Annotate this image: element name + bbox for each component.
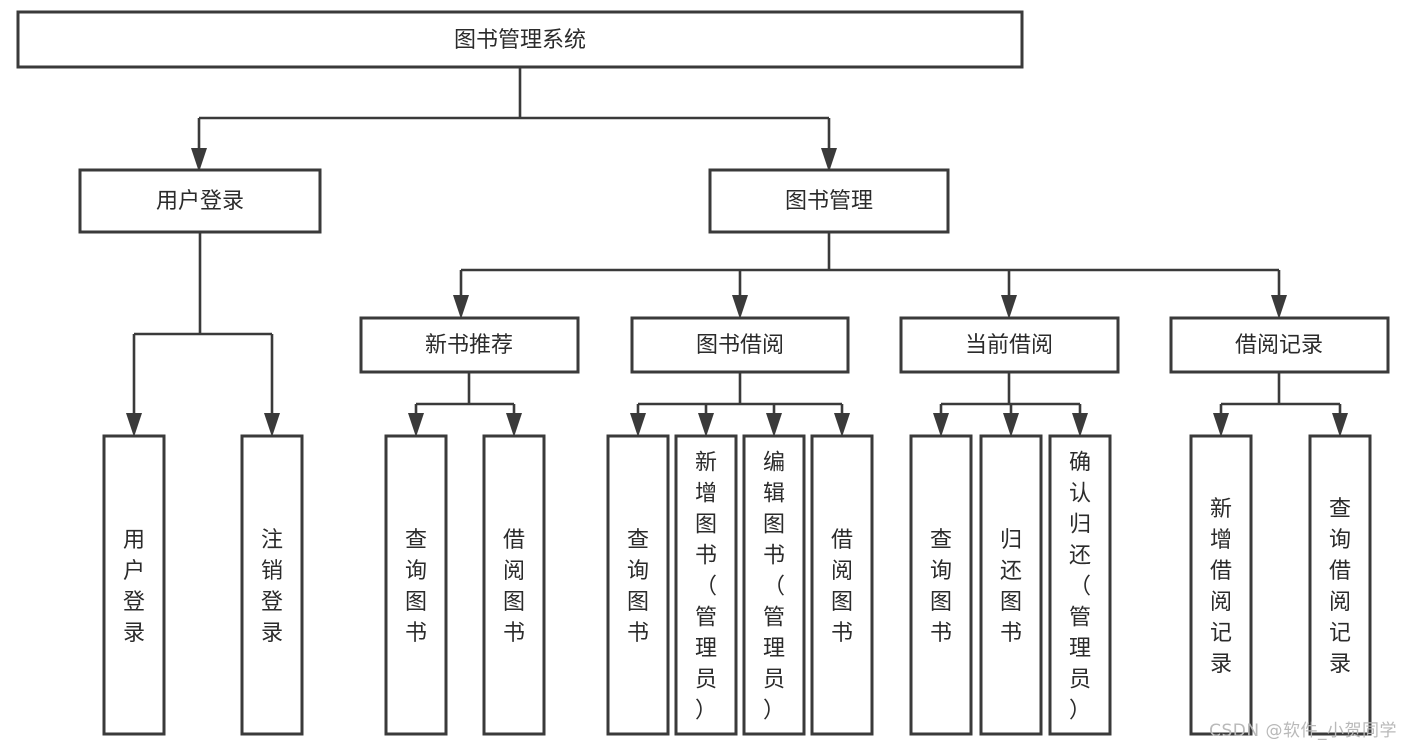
leaf-box[interactable] bbox=[909, 434, 973, 736]
node-root[interactable]: 图书管理系统 bbox=[16, 10, 1024, 69]
node-current-borrow[interactable]: 当前借阅 bbox=[899, 316, 1120, 374]
arrow-head-icon bbox=[1001, 295, 1017, 319]
node-book-management[interactable]: 图书管理 bbox=[708, 168, 950, 234]
leaf-box[interactable] bbox=[482, 434, 546, 736]
leaf-box[interactable] bbox=[606, 434, 670, 736]
node-root-box[interactable] bbox=[16, 10, 1024, 69]
leaf-label: 新增借阅记录 bbox=[1210, 497, 1232, 677]
leaf-node-edit-book-admin[interactable]: 编辑图书（管理员） bbox=[742, 434, 806, 736]
leaf-label: 查询借阅记录 bbox=[1329, 497, 1351, 677]
edge-newbooks-to-leaves bbox=[408, 372, 522, 437]
arrow-head-icon bbox=[264, 413, 280, 437]
leaf-node-return-book[interactable]: 归还图书 bbox=[979, 434, 1043, 736]
leaf-label: 新增图书（管理员） bbox=[695, 451, 717, 724]
leaf-label: 确认归还（管理员） bbox=[1069, 451, 1091, 724]
arrow-head-icon bbox=[732, 295, 748, 319]
arrow-head-icon bbox=[821, 148, 837, 172]
node-user-login[interactable]: 用户登录 bbox=[78, 168, 322, 234]
leaf-node-user-login[interactable]: 用户登录 bbox=[102, 434, 166, 736]
node-root-label: 图书管理系统 bbox=[454, 28, 586, 53]
node-borrow-records[interactable]: 借阅记录 bbox=[1169, 316, 1390, 374]
leaf-label: 编辑图书（管理员） bbox=[763, 451, 785, 724]
arrow-head-icon bbox=[1332, 413, 1348, 437]
edge-books-to-level3 bbox=[453, 232, 1287, 319]
node-current-borrow-box[interactable] bbox=[899, 316, 1120, 374]
arrow-head-icon bbox=[1213, 413, 1229, 437]
leaf-node-add-book-admin[interactable]: 新增图书（管理员） bbox=[674, 434, 738, 736]
leaf-node-query-books-current[interactable]: 查询图书 bbox=[909, 434, 973, 736]
leaf-label: 借阅图书 bbox=[831, 528, 853, 646]
leaf-label: 查询图书 bbox=[627, 528, 649, 646]
node-book-borrow[interactable]: 图书借阅 bbox=[630, 316, 850, 374]
leaf-box[interactable] bbox=[384, 434, 448, 736]
leaf-node-borrow-books-recommend[interactable]: 借阅图书 bbox=[482, 434, 546, 736]
arrow-head-icon bbox=[630, 413, 646, 437]
leaf-box[interactable] bbox=[1308, 434, 1372, 736]
arrow-head-icon bbox=[408, 413, 424, 437]
leaf-box[interactable] bbox=[240, 434, 304, 736]
arrow-head-icon bbox=[1072, 413, 1088, 437]
leaf-box[interactable] bbox=[1189, 434, 1253, 736]
leaf-layer: 用户登录 注销登录 查询图书 借阅图书 查询图书 新增图书（管理员） 编辑图书（… bbox=[102, 434, 1372, 736]
arrow-head-icon bbox=[933, 413, 949, 437]
node-user-login-box[interactable] bbox=[78, 168, 322, 234]
leaf-node-query-borrow-record[interactable]: 查询借阅记录 bbox=[1308, 434, 1372, 736]
leaf-label: 注销登录 bbox=[261, 528, 283, 646]
arrow-head-icon bbox=[1271, 295, 1287, 319]
node-new-book-recommend-box[interactable] bbox=[359, 316, 580, 374]
leaf-label: 查询图书 bbox=[405, 528, 427, 646]
node-borrow-records-box[interactable] bbox=[1169, 316, 1390, 374]
edge-login-to-leaves bbox=[126, 232, 280, 437]
leaf-node-query-books-borrow[interactable]: 查询图书 bbox=[606, 434, 670, 736]
node-book-management-box[interactable] bbox=[708, 168, 950, 234]
arrow-head-icon bbox=[191, 148, 207, 172]
node-book-borrow-box[interactable] bbox=[630, 316, 850, 374]
leaf-box[interactable] bbox=[102, 434, 166, 736]
leaf-box[interactable] bbox=[742, 434, 806, 736]
node-borrow-records-label: 借阅记录 bbox=[1235, 333, 1323, 358]
edge-root-to-level2 bbox=[191, 67, 837, 172]
arrow-head-icon bbox=[453, 295, 469, 319]
arrow-head-icon bbox=[698, 413, 714, 437]
leaf-node-add-borrow-record[interactable]: 新增借阅记录 bbox=[1189, 434, 1253, 736]
leaf-label: 借阅图书 bbox=[503, 528, 525, 646]
arrow-head-icon bbox=[766, 413, 782, 437]
arrow-head-icon bbox=[126, 413, 142, 437]
leaf-node-query-books-recommend[interactable]: 查询图书 bbox=[384, 434, 448, 736]
node-book-management-label: 图书管理 bbox=[785, 189, 873, 214]
leaf-node-confirm-return-admin[interactable]: 确认归还（管理员） bbox=[1048, 434, 1112, 736]
arrow-head-icon bbox=[834, 413, 850, 437]
edge-records-to-leaves bbox=[1213, 372, 1348, 437]
connector-layer bbox=[126, 67, 1348, 437]
leaf-node-borrow-book[interactable]: 借阅图书 bbox=[810, 434, 874, 736]
arrow-head-icon bbox=[506, 413, 522, 437]
leaf-box[interactable] bbox=[674, 434, 738, 736]
node-book-borrow-label: 图书借阅 bbox=[696, 333, 784, 358]
leaf-label: 归还图书 bbox=[1000, 528, 1022, 646]
node-current-borrow-label: 当前借阅 bbox=[965, 333, 1053, 358]
leaf-node-logout[interactable]: 注销登录 bbox=[240, 434, 304, 736]
node-new-book-recommend-label: 新书推荐 bbox=[425, 333, 513, 358]
leaf-label: 查询图书 bbox=[930, 528, 952, 646]
edge-current-to-leaves bbox=[933, 372, 1088, 437]
node-user-login-label: 用户登录 bbox=[156, 189, 244, 214]
leaf-box[interactable] bbox=[810, 434, 874, 736]
leaf-label: 用户登录 bbox=[123, 528, 145, 646]
arrow-head-icon bbox=[1003, 413, 1019, 437]
node-new-book-recommend[interactable]: 新书推荐 bbox=[359, 316, 580, 374]
edge-borrow-to-leaves bbox=[630, 372, 850, 437]
leaf-box[interactable] bbox=[1048, 434, 1112, 736]
leaf-box[interactable] bbox=[979, 434, 1043, 736]
